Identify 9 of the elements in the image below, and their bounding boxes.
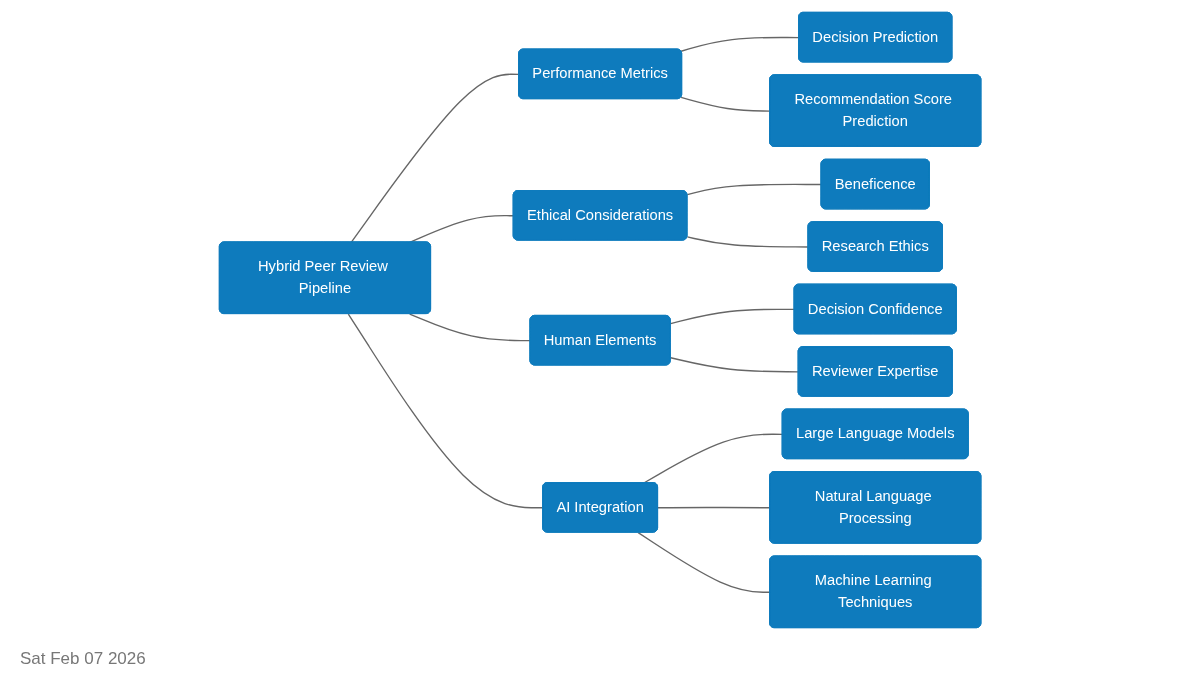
connector	[680, 96, 771, 112]
connector	[643, 433, 784, 484]
connector	[637, 531, 771, 593]
connector	[680, 36, 800, 52]
connector	[347, 313, 544, 509]
footer-note: Sat Feb 07 2026	[20, 649, 146, 669]
connector	[686, 236, 809, 248]
connector	[657, 506, 771, 509]
connector	[669, 357, 800, 373]
